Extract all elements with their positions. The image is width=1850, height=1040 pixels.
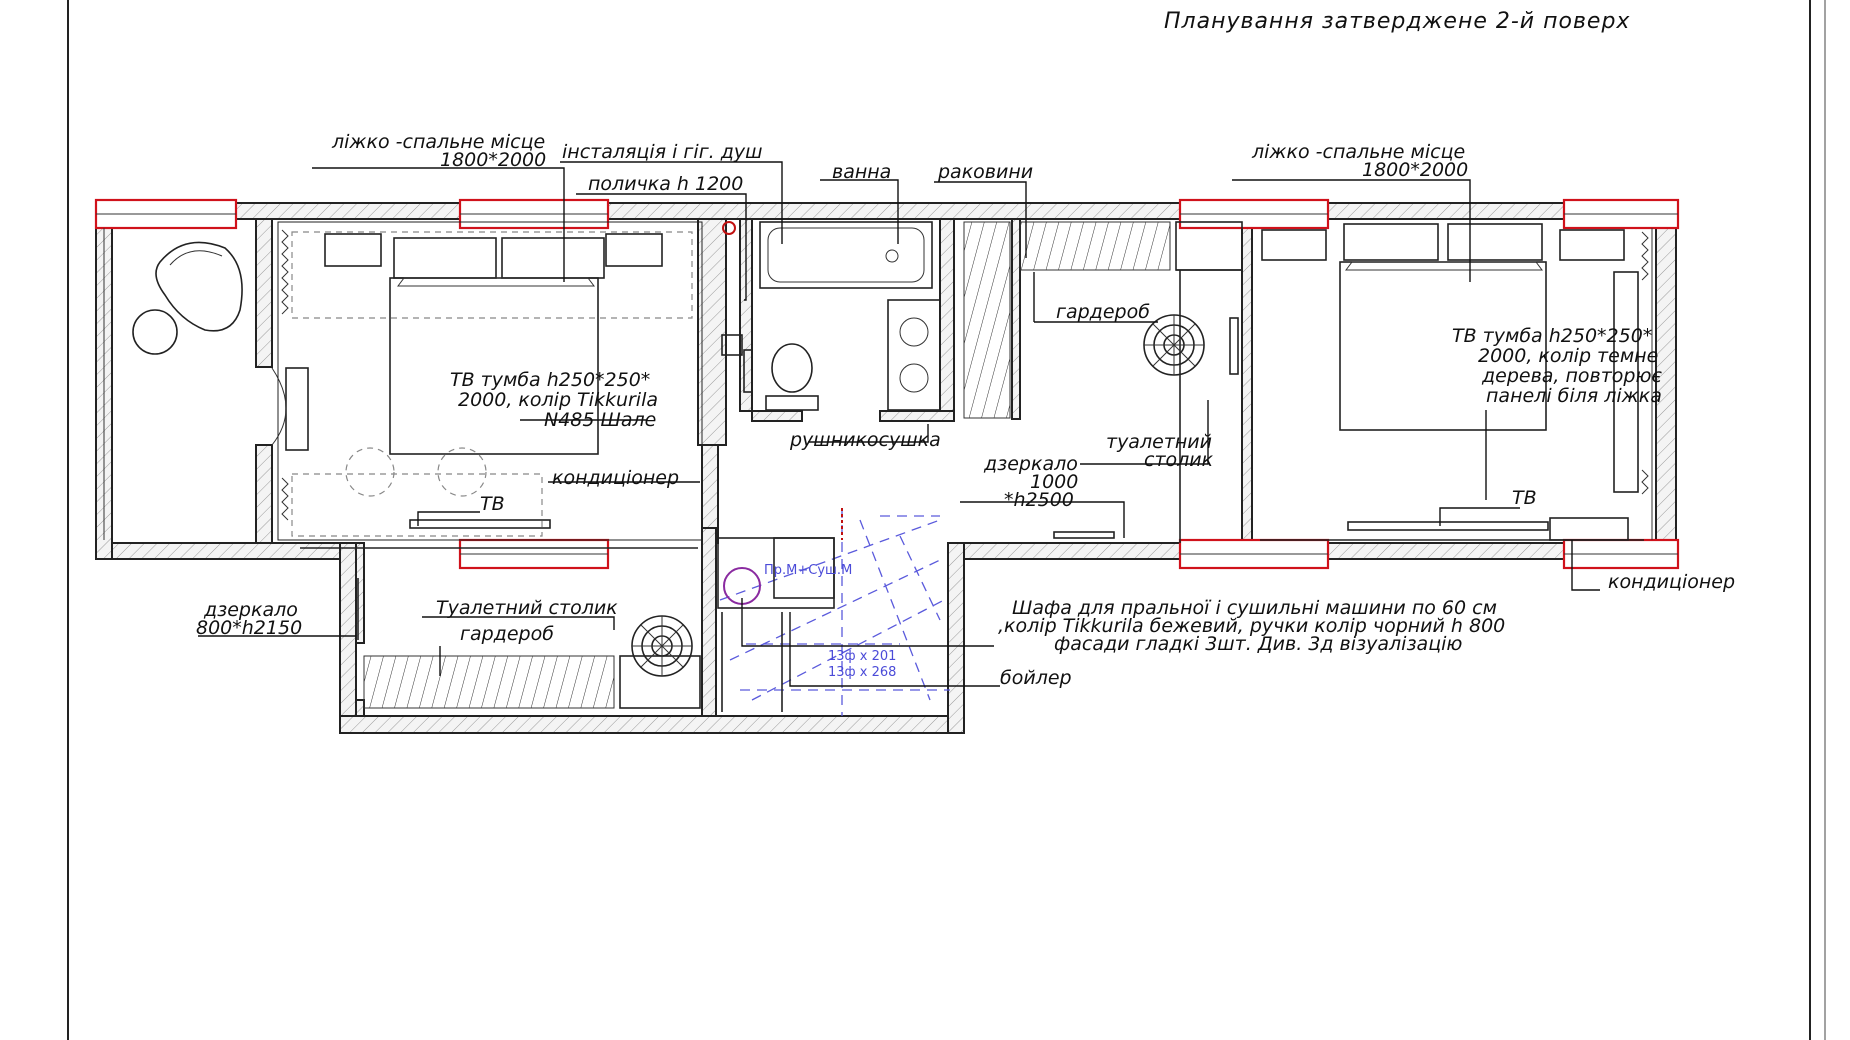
vanity2-label-1: туалетний xyxy=(1106,431,1212,453)
laundry-label-2: ,колір Tikkurila бежевий, ручки колір чо… xyxy=(998,615,1505,637)
bath-label: ванна xyxy=(832,161,891,183)
ac1-label: кондиціонер xyxy=(552,467,679,489)
stairs: 13ф x 201 13ф x 268 xyxy=(719,508,950,716)
washer-label: Пр.М+Суш.М xyxy=(764,563,852,578)
ac2-label: кондиціонер xyxy=(1608,571,1735,593)
stairs-label-2: 13ф x 268 xyxy=(828,665,896,680)
bed1-label-1: ліжко -спальне місце xyxy=(331,131,545,153)
towel-dryer-label: рушникосушка xyxy=(789,429,941,451)
laundry-label-1: Шафа для пральної і сушильні машини по 6… xyxy=(1012,597,1497,619)
tv-stand2-label-1: ТВ тумба h250*250* xyxy=(1452,325,1652,347)
leader-lines xyxy=(198,161,1600,687)
mirror1-label-2: 800*h2150 xyxy=(196,617,302,639)
sinks-label: раковини xyxy=(937,161,1033,183)
installation-label: інсталяція і гіг. душ xyxy=(562,141,763,163)
vanity1-label: Туалетний столик xyxy=(436,597,618,619)
windows xyxy=(94,198,1680,570)
bed2-label-2: 1800*2000 xyxy=(1362,159,1468,181)
lower-room xyxy=(357,578,701,709)
bedroom-2 xyxy=(1260,223,1649,541)
wardrobe-room xyxy=(963,221,1243,543)
boiler-label: бойлер xyxy=(1000,667,1072,689)
mirror2-label-3: *h2500 xyxy=(1004,489,1074,511)
tv-stand1-label-1: ТВ тумба h250*250* xyxy=(450,369,650,391)
vanity2-label-2: столик xyxy=(1144,449,1214,471)
bathroom xyxy=(721,221,941,411)
tv2-label: ТВ xyxy=(1512,487,1537,509)
laundry-label-3: фасади гладкі 3шт. Див. 3д візуалізацію xyxy=(1054,633,1462,655)
plan-title: Планування затверджене 2-й поверх xyxy=(1164,9,1630,34)
bedroom-1 xyxy=(277,221,703,549)
mirror2-label-1: дзеркало xyxy=(983,453,1078,475)
tv-stand2-label-4: панелі біля ліжка xyxy=(1486,385,1662,407)
mirror1-label-1: дзеркало xyxy=(203,599,298,621)
tv-stand1-label-3: N485 Шале xyxy=(544,409,656,431)
tv1-label: ТВ xyxy=(480,493,505,515)
wardrobe1-label: гардероб xyxy=(460,623,554,645)
sheet-frame xyxy=(67,0,1826,1040)
mirror2-label-2: 1000 xyxy=(1030,471,1078,493)
bed2-label-1: ліжко -спальне місце xyxy=(1251,141,1465,163)
tv-stand1-label-2: 2000, колір Tikkurila xyxy=(458,389,658,411)
stairs-label-1: 13ф x 201 xyxy=(828,649,896,664)
balcony-furniture xyxy=(103,228,309,540)
tv-stand2-label-3: дерева, повторює xyxy=(1481,365,1662,387)
shelf-label: поличка h 1200 xyxy=(588,173,743,195)
laundry-closet: Пр.М+Суш.М xyxy=(717,537,852,712)
bed1-label-2: 1800*2000 xyxy=(440,149,546,171)
wardrobe2-label: гардероб xyxy=(1056,301,1150,323)
tv-stand2-label-2: 2000, колір темне xyxy=(1478,345,1658,367)
annotations: ліжко -спальне місце 1800*2000 інсталяці… xyxy=(196,131,1735,689)
